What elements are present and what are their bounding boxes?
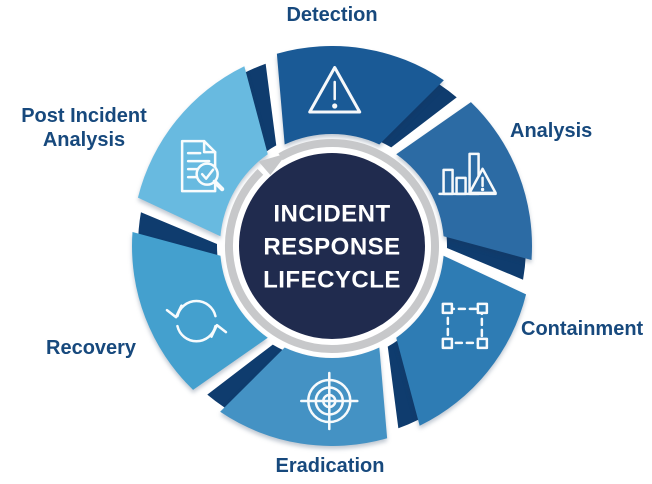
segment-label-analysis: Analysis — [510, 120, 593, 142]
segment-wedge-analysis — [396, 102, 532, 260]
segment-wedge-detection — [276, 46, 444, 145]
dashed-selection-icon — [441, 302, 489, 350]
segment-wedge-eradication — [220, 347, 388, 446]
center-disc — [239, 153, 425, 339]
segment-label-containment: Containment — [521, 318, 644, 340]
center-title-line-2: RESPONSE — [263, 233, 401, 261]
segment-wedge-post-incident-analysis — [137, 66, 268, 237]
center-title-line-1: INCIDENT — [273, 200, 391, 228]
cycle-ring-arrow-icon — [258, 153, 287, 176]
segment-label-recovery: Recovery — [46, 337, 137, 359]
center-title-line-3: LIFECYCLE — [263, 266, 401, 294]
document-search-icon — [180, 139, 225, 193]
segment-label-eradication: Eradication — [275, 455, 385, 477]
warning-triangle-icon — [308, 66, 362, 114]
sync-arrows-icon — [165, 299, 228, 343]
target-icon — [300, 371, 359, 431]
segment-label-post-incident-analysis: Post Incident Analysis — [21, 105, 147, 151]
segment-wedge-recovery — [132, 232, 268, 390]
center-title: INCIDENT RESPONSE LIFECYCLE — [263, 198, 401, 297]
bar-chart-warning-icon — [438, 152, 497, 196]
segment-label-detection: Detection — [286, 4, 378, 26]
segment-wedge-containment — [396, 255, 527, 426]
cycle-ring — [225, 139, 439, 353]
